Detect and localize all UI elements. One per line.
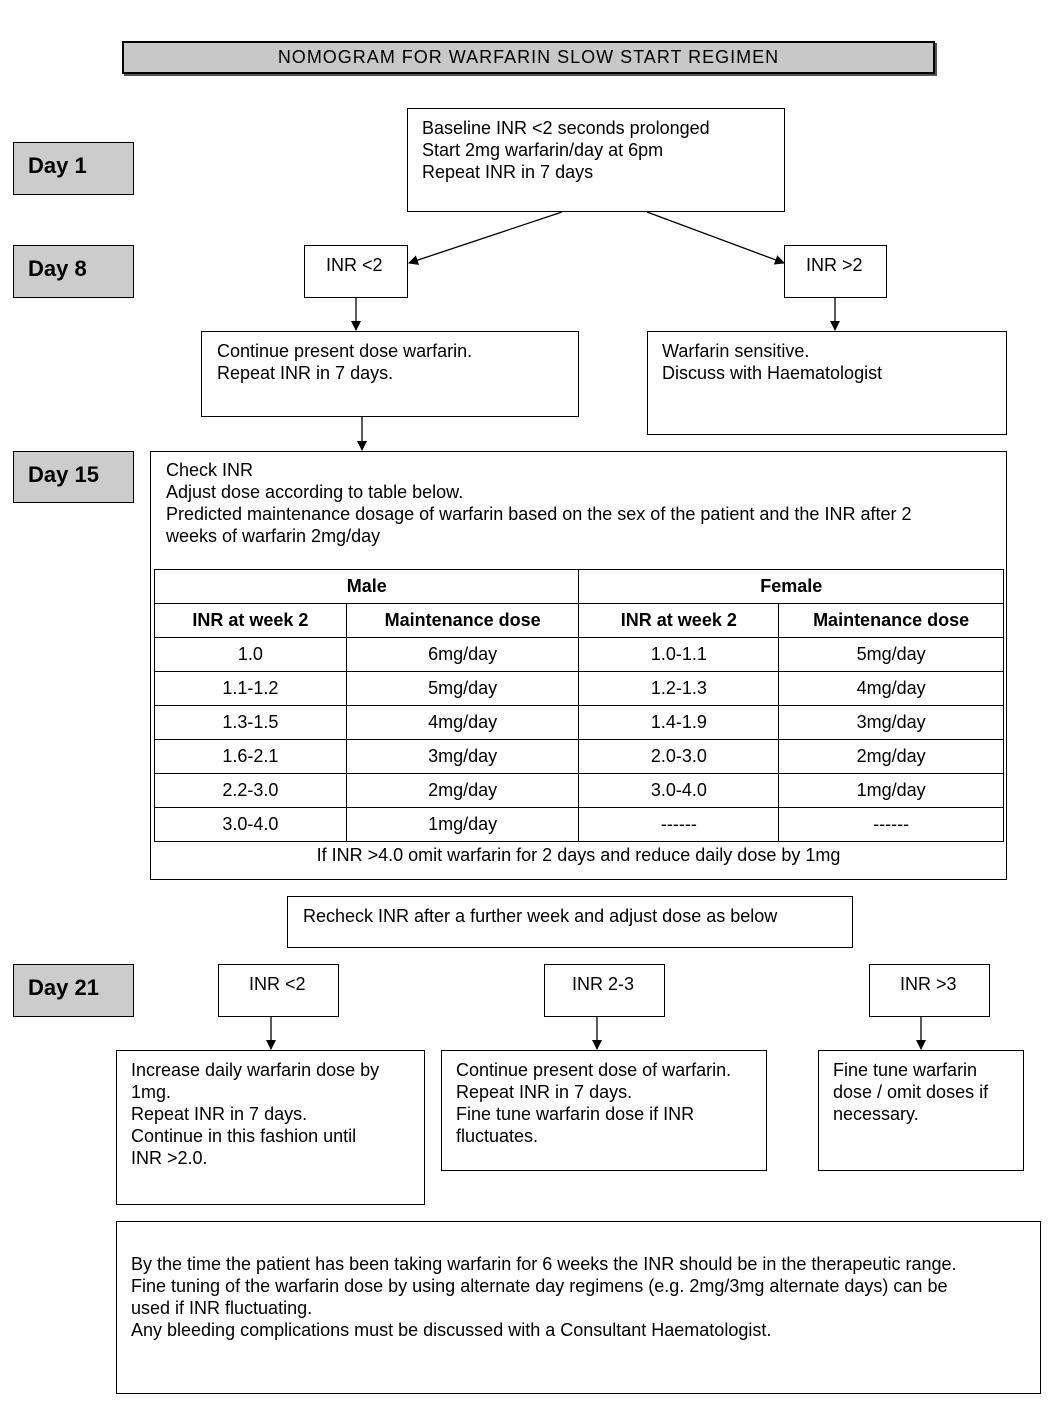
arrow-baseline-to-inr-low — [408, 211, 563, 265]
male-dose-header: Maintenance dose — [345, 603, 580, 638]
table-cell: 4mg/day — [778, 671, 1004, 706]
table-cell: 1.6-2.1 — [154, 739, 347, 774]
day21-increase-line-3: Repeat INR in 7 days. — [131, 1104, 308, 1124]
day21-inr-low-box: INR <2 — [218, 964, 339, 1017]
table-cell: 1.4-1.9 — [578, 705, 780, 740]
day8-continue-line-2: Repeat INR in 7 days. — [217, 363, 394, 383]
day8-inr-low-label: INR <2 — [326, 255, 383, 275]
page-title-text: NOMOGRAM FOR WARFARIN SLOW START REGIMEN — [277, 47, 780, 67]
table-cell: 1.2-1.3 — [578, 671, 780, 706]
maintenance-dose-table: Male Female INR at week 2 Maintenance do… — [153, 569, 1004, 842]
female-dose-header: Maintenance dose — [778, 603, 1004, 638]
day15-line-4: weeks of warfarin 2mg/day — [166, 526, 381, 546]
day21-increase-line-2: 1mg. — [131, 1082, 172, 1102]
footer-line-4: Any bleeding complications must be discu… — [131, 1320, 772, 1340]
table-cell: 2.0-3.0 — [578, 739, 780, 774]
day21-continue-box: Continue present dose of warfarin. Repea… — [441, 1050, 767, 1171]
day8-continue-box: Continue present dose warfarin. Repeat I… — [201, 331, 579, 417]
day21-increase-line-1: Increase daily warfarin dose by — [131, 1060, 380, 1080]
table-row: 1.3-1.5 4mg/day 1.4-1.9 3mg/day — [154, 705, 1004, 740]
day15-line-3: Predicted maintenance dosage of warfarin… — [166, 504, 912, 524]
table-cell: 6mg/day — [345, 637, 580, 672]
footer-line-3: used if INR fluctuating. — [131, 1298, 313, 1318]
table-row: 2.2-3.0 2mg/day 3.0-4.0 1mg/day — [154, 773, 1004, 808]
day21-continue-line-1: Continue present dose of warfarin. — [456, 1060, 732, 1080]
day21-increase-line-4: Continue in this fashion until — [131, 1126, 357, 1146]
table-cell: 1.3-1.5 — [154, 705, 347, 740]
footer-line-2: Fine tuning of the warfarin dose by usin… — [131, 1276, 948, 1296]
table-cell: 5mg/day — [345, 671, 580, 706]
day21-continue-line-2: Repeat INR in 7 days. — [456, 1082, 633, 1102]
day21-continue-line-4: fluctuates. — [456, 1126, 539, 1146]
female-inr-header: INR at week 2 — [578, 603, 780, 638]
day-15-label: Day 15 — [13, 451, 134, 503]
day21-inr-mid-box: INR 2-3 — [544, 964, 665, 1017]
day21-inr-high-box: INR >3 — [869, 964, 990, 1017]
baseline-line-3: Repeat INR in 7 days — [422, 162, 594, 182]
day21-increase-line-5: INR >2.0. — [131, 1148, 208, 1168]
day21-inr-high-label: INR >3 — [900, 974, 957, 994]
day-1-label: Day 1 — [13, 142, 134, 195]
table-cell: 3mg/day — [345, 739, 580, 774]
day15-note: If INR >4.0 omit warfarin for 2 days and… — [316, 845, 841, 865]
day21-finetune-line-2: dose / omit doses if — [833, 1082, 989, 1102]
recheck-box: Recheck INR after a further week and adj… — [287, 896, 853, 948]
arrow-baseline-to-inr-high — [646, 211, 785, 265]
baseline-line-2: Start 2mg warfarin/day at 6pm — [422, 140, 664, 160]
footer-notes-box: By the time the patient has been taking … — [116, 1221, 1041, 1394]
table-cell: 1mg/day — [345, 807, 580, 842]
day8-sensitive-line-2: Discuss with Haematologist — [662, 363, 883, 383]
table-row: 1.1-1.2 5mg/day 1.2-1.3 4mg/day — [154, 671, 1004, 706]
day21-inr-low-label: INR <2 — [249, 974, 306, 994]
male-inr-header: INR at week 2 — [154, 603, 347, 638]
day8-inr-high-label: INR >2 — [806, 255, 863, 275]
day8-sensitive-box: Warfarin sensitive. Discuss with Haemato… — [647, 331, 1007, 435]
day21-inr-mid-label: INR 2-3 — [572, 974, 635, 994]
table-cell: 2.2-3.0 — [154, 773, 347, 808]
table-cell: ------ — [778, 807, 1004, 842]
day15-line-2: Adjust dose according to table below. — [166, 482, 464, 502]
table-cell: 3.0-4.0 — [154, 807, 347, 842]
table-row: 1.6-2.1 3mg/day 2.0-3.0 2mg/day — [154, 739, 1004, 774]
day8-inr-low-box: INR <2 — [304, 245, 408, 298]
day21-continue-line-3: Fine tune warfarin dose if INR — [456, 1104, 695, 1124]
day-8-label: Day 8 — [13, 245, 134, 298]
female-header: Female — [578, 569, 1004, 604]
day21-finetune-line-3: necessary. — [833, 1104, 919, 1124]
day8-sensitive-line-1: Warfarin sensitive. — [662, 341, 810, 361]
table-cell: 4mg/day — [345, 705, 580, 740]
footer-line-1: By the time the patient has been taking … — [131, 1254, 957, 1274]
day21-finetune-box: Fine tune warfarin dose / omit doses if … — [818, 1050, 1024, 1171]
table-cell: 3.0-4.0 — [578, 773, 780, 808]
baseline-line-1: Baseline INR <2 seconds prolonged — [422, 118, 710, 138]
table-cell: 2mg/day — [778, 739, 1004, 774]
page-title: NOMOGRAM FOR WARFARIN SLOW START REGIMEN — [122, 41, 935, 74]
day8-inr-high-box: INR >2 — [784, 245, 887, 298]
day15-line-1: Check INR — [166, 460, 254, 480]
day8-continue-line-1: Continue present dose warfarin. — [217, 341, 473, 361]
day-21-label: Day 21 — [13, 964, 134, 1017]
recheck-text: Recheck INR after a further week and adj… — [303, 906, 778, 926]
day21-increase-box: Increase daily warfarin dose by 1mg. Rep… — [116, 1050, 425, 1205]
day21-finetune-line-1: Fine tune warfarin — [833, 1060, 978, 1080]
table-row: 3.0-4.0 1mg/day ------ ------ — [154, 807, 1004, 842]
table-cell: 1mg/day — [778, 773, 1004, 808]
table-cell: ------ — [578, 807, 780, 842]
baseline-box: Baseline INR <2 seconds prolonged Start … — [407, 108, 785, 212]
